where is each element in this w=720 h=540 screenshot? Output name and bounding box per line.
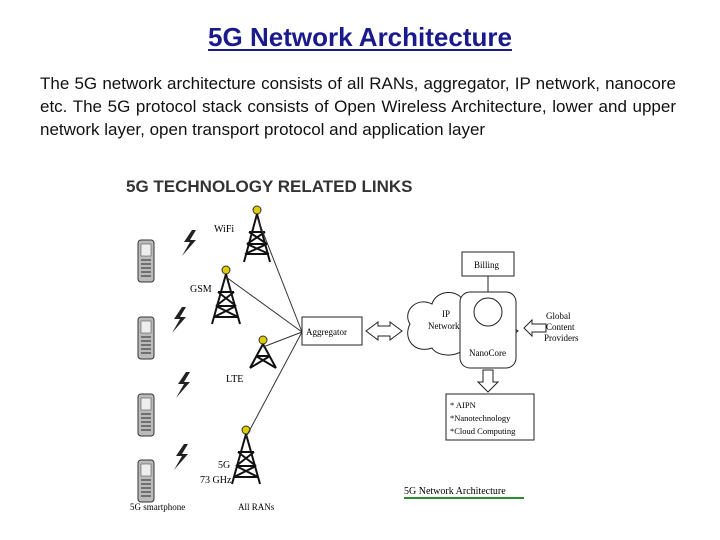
- tower-icon: [249, 335, 277, 369]
- global-label-line3: Providers: [544, 333, 579, 343]
- lightning-icon: [182, 230, 196, 256]
- diagram-heading: 5G TECHNOLOGY RELATED LINKS: [126, 177, 413, 196]
- tower-icon: [231, 425, 261, 485]
- diagram-caption: 5G Network Architecture: [404, 486, 506, 497]
- feature-aipn: * AIPN: [450, 400, 476, 410]
- features-box: [445, 393, 535, 441]
- tower-icon: [211, 265, 241, 325]
- phone-icon: [137, 239, 155, 283]
- 5g-label: 5G: [218, 460, 230, 471]
- lightning-icon: [176, 372, 190, 398]
- lightning-icon: [172, 307, 186, 333]
- wifi-label: WiFi: [214, 224, 234, 235]
- lte-label: LTE: [226, 374, 243, 385]
- billing-label: Billing: [474, 260, 500, 270]
- tower-icon: [243, 205, 271, 263]
- gsm-label: GSM: [190, 284, 212, 295]
- aggregator-box: [301, 316, 363, 346]
- frequency-label: 73 GHz: [200, 475, 232, 486]
- global-label-line1: Global: [546, 311, 571, 321]
- phone-icon: [137, 316, 155, 360]
- ip-label-line1: IP: [442, 309, 450, 319]
- lightning-icon: [174, 444, 188, 470]
- global-label-line2: Content: [546, 322, 575, 332]
- feature-nanotechnology: *Nanotechnology: [450, 413, 511, 423]
- smartphone-label: 5G smartphone: [130, 502, 185, 512]
- feature-cloud-computing: *Cloud Computing: [450, 426, 516, 436]
- aggregator-label: Aggregator: [306, 327, 347, 337]
- phone-icon: [137, 459, 155, 503]
- ip-label-line2: Network: [428, 321, 460, 331]
- nanocore-label: NanoCore: [469, 348, 506, 358]
- rans-label: All RANs: [238, 502, 275, 512]
- network-diagram: 5G TECHNOLOGY RELATED LINKS: [126, 177, 579, 512]
- slide-title: 5G Network Architecture: [208, 22, 512, 52]
- phone-icon: [137, 393, 155, 437]
- body-paragraph: The 5G network architecture consists of …: [40, 74, 676, 139]
